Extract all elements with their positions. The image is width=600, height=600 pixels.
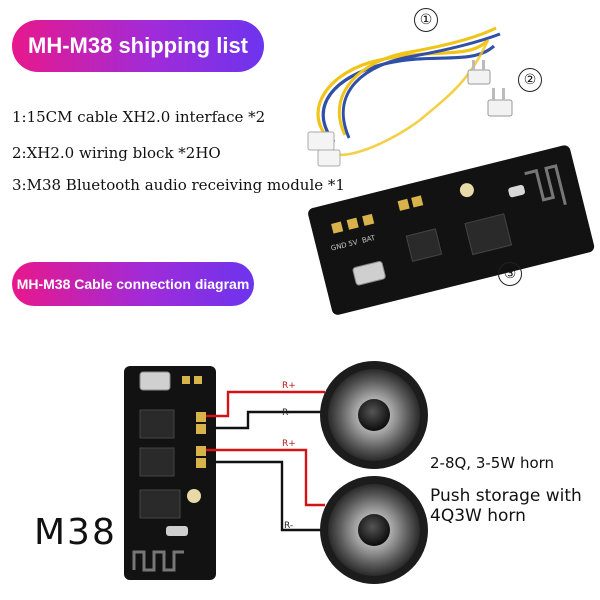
speaker-top: [320, 361, 428, 469]
wire-label-r-minus-1: R-: [282, 408, 291, 418]
speaker-spec-2: Push storage with 4Q3W horn: [430, 486, 582, 526]
callout-1: ①: [414, 8, 438, 32]
wire-label-r-plus-1: R+: [282, 381, 296, 391]
speaker-bottom: [320, 476, 428, 584]
pad-label-5v: 5V: [348, 238, 359, 248]
m38-board-diagram: [124, 366, 216, 580]
speaker-wires: [206, 390, 325, 532]
connection-diagram-title: MH-M38 Cable connection diagram: [12, 262, 254, 306]
callout-2: ②: [518, 68, 542, 92]
xh2-cable-image: [307, 26, 513, 167]
wire-label-r-plus-2: R+: [282, 439, 296, 449]
board-name-label: M38: [34, 512, 117, 553]
shipping-item-3: 3:M38 Bluetooth audio receiving module *…: [12, 176, 345, 194]
speaker-spec-1: 2-8Q, 3-5W horn: [430, 454, 555, 472]
pad-label-bat: BAT: [361, 234, 377, 245]
pad-label-gnd: GND: [330, 241, 348, 253]
wire-label-r-minus-2: R-: [284, 521, 293, 531]
callout-3: ③: [498, 262, 522, 286]
shipping-item-1: 1:15CM cable XH2.0 interface *2: [12, 108, 266, 126]
shipping-item-2: 2:XH2.0 wiring block *2HO: [12, 144, 221, 162]
shipping-list-title: MH-M38 shipping list: [12, 20, 264, 72]
m38-module-photo: GND 5V BAT: [308, 145, 595, 315]
